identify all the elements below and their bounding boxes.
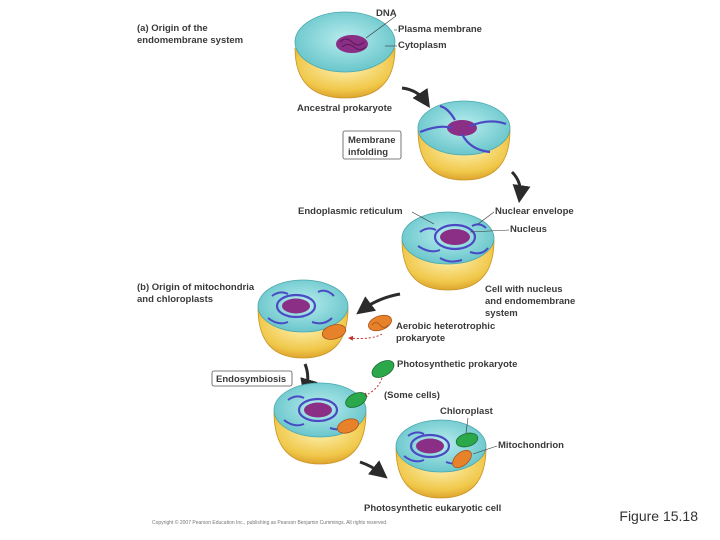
- arrow-3: [356, 292, 401, 315]
- label-dna: DNA: [376, 8, 397, 19]
- arrow-2: [510, 170, 531, 204]
- label-some-cells: (Some cells): [384, 390, 440, 401]
- aerobic-prokaryote: [368, 314, 392, 332]
- label-aerobic-2: prokaryote: [396, 333, 445, 344]
- label-endosymbiosis: Endosymbiosis: [216, 374, 286, 385]
- nucleus: [440, 229, 470, 245]
- label-ancestral-prokaryote: Ancestral prokaryote: [297, 103, 392, 114]
- label-aerobic-1: Aerobic heterotrophic: [396, 321, 495, 332]
- label-endoplasmic-reticulum: Endoplasmic reticulum: [298, 206, 403, 217]
- label-nucleus: Nucleus: [510, 224, 547, 235]
- label-plasma-membrane: Plasma membrane: [398, 24, 482, 35]
- photosynthetic-prokaryote: [371, 360, 395, 378]
- label-cell-nucleus-2: and endomembrane: [485, 296, 575, 307]
- membrane-infolding-cell: [417, 100, 511, 181]
- part-b-heading-2: and chloroplasts: [137, 294, 213, 305]
- part-a-heading-1: (a) Origin of the: [137, 23, 208, 34]
- arrow-5: [359, 460, 388, 479]
- label-photosynthetic-prokaryote: Photosynthetic prokaryote: [397, 359, 517, 370]
- red-arrow-1: [348, 333, 383, 341]
- label-mitochondrion: Mitochondrion: [498, 440, 564, 451]
- engulfing-cell: [257, 279, 349, 359]
- mitochondrion: [452, 449, 472, 469]
- part-a-heading-2: endomembrane system: [137, 35, 243, 46]
- dna: [336, 35, 368, 53]
- label-chloroplast: Chloroplast: [440, 406, 494, 417]
- label-nuclear-envelope: Nuclear envelope: [495, 206, 574, 217]
- label-membrane-infolding-2: infolding: [348, 147, 388, 158]
- arrow-1: [401, 86, 430, 108]
- part-b-heading-1: (b) Origin of mitochondria: [137, 282, 255, 293]
- photosynthetic-eukaryotic-cell: [395, 419, 487, 499]
- figure-caption: Figure 15.18: [619, 508, 698, 524]
- chloroplast: [455, 432, 479, 448]
- label-cell-nucleus-3: system: [485, 308, 518, 319]
- label-cell-nucleus-1: Cell with nucleus: [485, 284, 563, 295]
- label-membrane-infolding-1: Membrane: [348, 135, 396, 146]
- red-arrow-2: [362, 377, 383, 398]
- ancestral-prokaryote-cell: [294, 11, 396, 99]
- cell-with-nucleus: [401, 211, 495, 291]
- label-photosynthetic-eukaryotic-cell: Photosynthetic eukaryotic cell: [364, 503, 501, 514]
- endosymbiosis-box: [211, 370, 293, 387]
- membrane-infolding-box: [342, 130, 402, 160]
- engulfing-chloroplast-cell: [273, 382, 367, 465]
- copyright-text: Copyright © 2007 Pearson Education Inc.,…: [152, 519, 387, 526]
- label-cytoplasm: Cytoplasm: [398, 40, 447, 51]
